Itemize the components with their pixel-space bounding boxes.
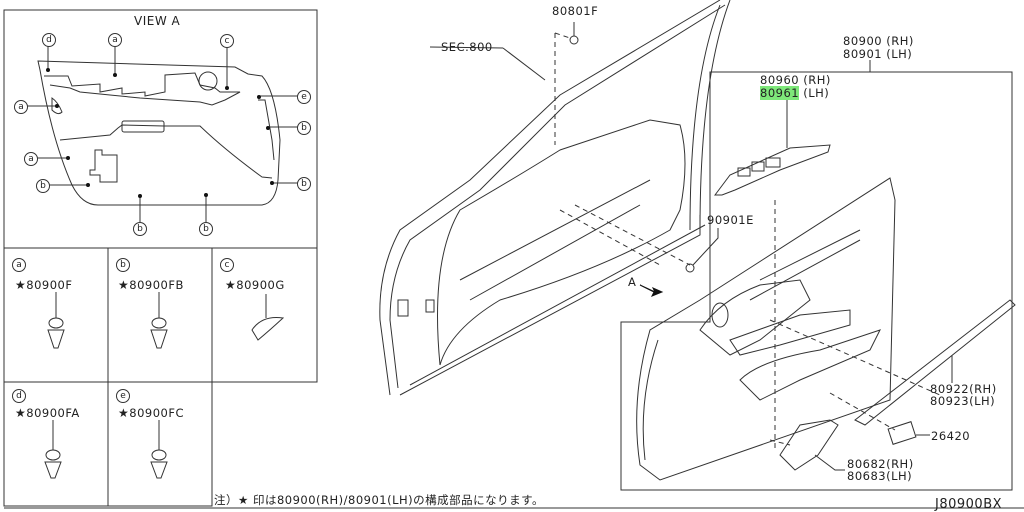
trim-strip-80922 xyxy=(854,299,1016,426)
clip-c-drawing xyxy=(251,294,285,341)
grid-part-e: ★80900FC xyxy=(118,406,184,420)
label-80901-lh[interactable]: 80901 (LH) xyxy=(843,47,913,61)
label-90901e[interactable]: 90901E xyxy=(707,213,754,227)
switch-26420 xyxy=(887,421,917,445)
callout-b-bottom-1: b xyxy=(133,222,147,236)
callout-c: c xyxy=(220,34,234,48)
label-80960-rh[interactable]: 80960 (RH) xyxy=(760,73,831,87)
label-80683-lh[interactable]: 80683(LH) xyxy=(847,469,913,483)
label-80923-lh[interactable]: 80923(LH) xyxy=(930,394,996,408)
grid-letter-d: d xyxy=(12,389,26,403)
grid-letter-b: b xyxy=(116,258,130,272)
dashed-leader-lines xyxy=(554,32,941,450)
label-26420[interactable]: 26420 xyxy=(931,429,971,443)
label-80922-rh[interactable]: 80922(RH) xyxy=(930,382,997,396)
clip-90901e xyxy=(685,263,695,273)
callout-a-lower: a xyxy=(24,152,38,166)
callout-e: e xyxy=(297,90,311,104)
door-trim-panel xyxy=(636,177,896,481)
callout-a-left: a xyxy=(14,100,28,114)
footnote: 注）★ 印は80900(RH)/80901(LH)の構成部品になります。 xyxy=(214,493,544,507)
callout-d: d xyxy=(42,33,56,47)
grid-letter-e: e xyxy=(116,389,130,403)
grid-part-a: ★80900F xyxy=(15,278,73,292)
label-view-a-marker: A xyxy=(628,275,637,289)
pull-cup-80682 xyxy=(779,419,839,471)
callout-b-right-lower: b xyxy=(297,177,311,191)
grid-part-d: ★80900FA xyxy=(15,406,80,420)
label-80961-lh[interactable]: 80961 (LH) xyxy=(760,86,830,100)
callout-a-top: a xyxy=(108,33,122,47)
label-80682-rh[interactable]: 80682(RH) xyxy=(847,457,914,471)
leader-90901e xyxy=(692,228,719,266)
label-80801f[interactable]: 80801F xyxy=(552,4,599,18)
view-a-door-panel xyxy=(37,60,281,206)
leader-80682 xyxy=(814,454,845,471)
clip-d-drawing xyxy=(44,420,62,479)
clip-e-drawing xyxy=(150,420,168,479)
switch-bezel-80960 xyxy=(714,100,831,196)
view-a-title: VIEW A xyxy=(134,14,181,28)
view-a-clip-points xyxy=(46,68,274,198)
clip-80801f xyxy=(569,35,579,45)
highlighted-part-number: 80961 xyxy=(760,86,800,100)
diagram-id: J80900BX xyxy=(935,497,1003,512)
grid-cell-c xyxy=(211,247,318,383)
grid-cell-e xyxy=(107,381,213,507)
label-80900-rh[interactable]: 80900 (RH) xyxy=(843,34,914,48)
grid-part-b: ★80900FB xyxy=(118,278,184,292)
grid-letter-a: a xyxy=(12,258,26,272)
view-a-callout-leaders xyxy=(26,45,298,222)
grid-part-c: ★80900G xyxy=(225,278,285,292)
view-a-arrow xyxy=(639,284,664,297)
label-sec-800[interactable]: SEC.800 xyxy=(441,40,493,54)
door-frame-drawing xyxy=(379,0,731,396)
trim-assembly-frame xyxy=(620,71,1013,491)
grid-letter-c: c xyxy=(220,258,234,272)
callout-b-left: b xyxy=(36,179,50,193)
callout-b-bottom-2: b xyxy=(199,222,213,236)
clip-b-drawing xyxy=(150,292,168,349)
clip-a-drawing xyxy=(47,292,65,349)
callout-b-right-upper: b xyxy=(297,121,311,135)
